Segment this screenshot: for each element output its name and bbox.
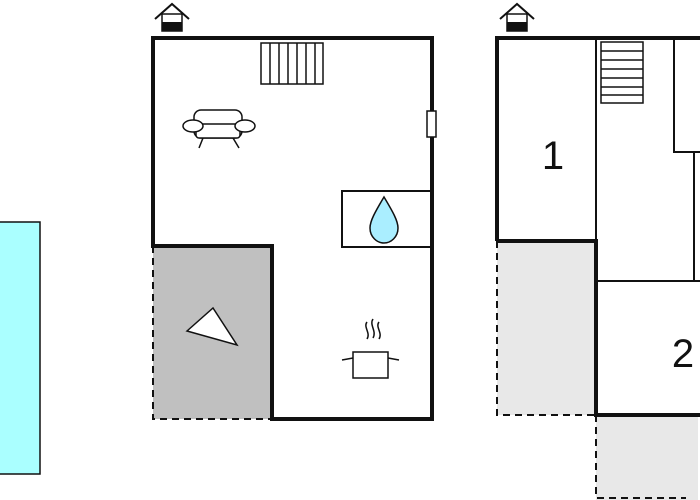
cooking-pot-icon (341, 318, 400, 379)
ground-floor (151, 2, 437, 421)
terrace-icon (185, 306, 239, 347)
stairs-icon (600, 41, 644, 104)
room-2-label: 2 (672, 332, 694, 376)
door-icon (426, 110, 437, 138)
ground-floor-walls (151, 36, 434, 421)
sofa-icon (182, 109, 256, 149)
upper-floor: 1 2 (495, 2, 700, 500)
water-drop-icon (369, 195, 399, 244)
upper-floor-walls (495, 36, 700, 417)
upper-interior-wall (673, 38, 700, 153)
bathroom-area (341, 190, 432, 248)
pool-icon (0, 221, 41, 475)
balcony-area-bottom (596, 415, 698, 500)
entrance-icon (499, 2, 535, 32)
terrace-dashed-border (152, 246, 272, 420)
entrance-icon (154, 2, 190, 32)
stairs-icon (260, 42, 324, 85)
room-1-label: 1 (542, 134, 564, 178)
balcony-dashed-border (496, 241, 686, 499)
balcony-area-left (497, 241, 596, 415)
